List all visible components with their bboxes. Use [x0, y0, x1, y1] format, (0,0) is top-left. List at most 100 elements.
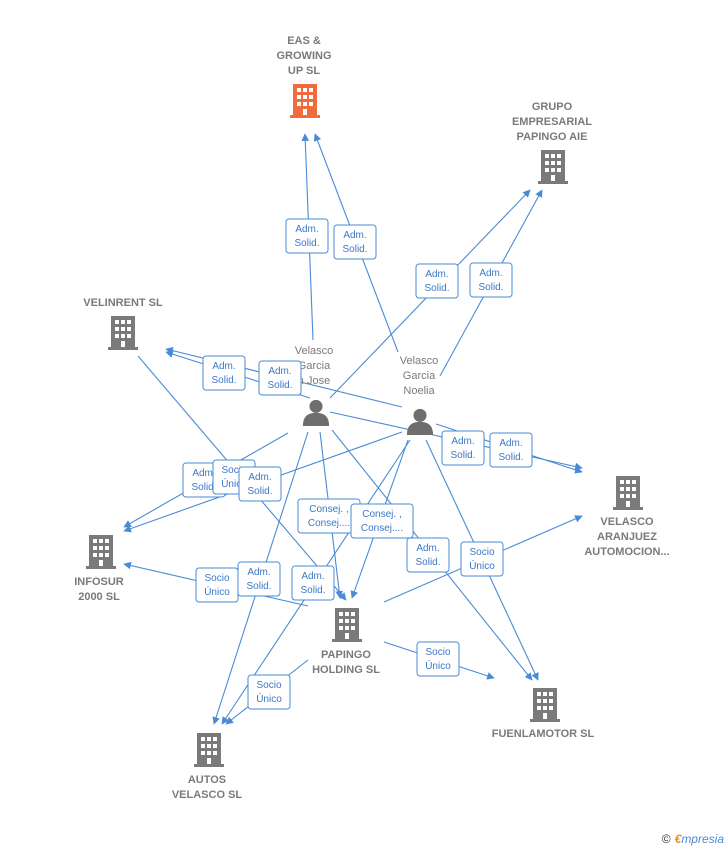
relation-text: Socio [221, 465, 246, 476]
person-icon [406, 408, 434, 435]
relation-text: Adm. [479, 268, 502, 279]
company-label-line: PAPINGO [321, 649, 371, 661]
relation-box [333, 224, 377, 260]
relation-label-r17[interactable]: Adm. Solid. [237, 561, 281, 597]
relation-text: Adm. [416, 543, 439, 554]
relation-box [285, 218, 329, 254]
relation-text: Adm. [247, 567, 270, 578]
company-label-line: HOLDING SL [312, 664, 380, 676]
relation-text: Consej.... [308, 518, 350, 529]
relation-label-r3[interactable]: Adm.Solid. [415, 263, 459, 299]
relation-text: Solid. [294, 238, 319, 249]
relation-text: Solid. [342, 244, 367, 255]
building-icon [86, 535, 116, 569]
relation-text: Solid. [267, 380, 292, 391]
relation-text: Adm. [212, 361, 235, 372]
company-label-line: EAS & [287, 35, 321, 47]
company-label-line: PAPINGO AIE [517, 131, 588, 143]
building-icon [290, 84, 320, 118]
relation-text: Consej.... [361, 523, 403, 534]
relation-label-r6[interactable]: Adm. Solid. [258, 360, 302, 396]
relation-box [291, 565, 335, 601]
building-icon [194, 733, 224, 767]
company-node-velinrent[interactable]: VELINRENT SL [83, 297, 163, 350]
relation-text: Solid. [415, 557, 440, 568]
relation-text: Adm. [248, 472, 271, 483]
person-label-line: Garcia [403, 370, 436, 382]
relation-box [258, 360, 302, 396]
relation-text: Adm. [343, 230, 366, 241]
relation-text: Solid. [246, 581, 271, 592]
company-label-line: AUTOS [188, 774, 226, 786]
relation-label-r18[interactable]: Adm. Solid. [291, 565, 335, 601]
relation-text: Solid. [450, 450, 475, 461]
company-node-velasco-aranjuez[interactable]: VELASCOARANJUEZAUTOMOCION... [584, 476, 670, 558]
company-label-line: 2000 SL [78, 591, 120, 603]
company-node-papingo-aie[interactable]: GRUPO EMPRESARIAL PAPINGO AIE [512, 101, 592, 184]
relation-labels: Adm. Solid. Adm. Solid. Adm. Solid. Adm. Solid.… [182, 218, 533, 710]
relation-label-r8[interactable]: Adm.Solid. [489, 432, 533, 468]
relation-text: Socio [425, 647, 450, 658]
relation-text: Adm. [268, 366, 291, 377]
person-label-line: n Jose [298, 375, 330, 387]
relation-label-r11[interactable]: Adm. Solid. [238, 466, 282, 502]
relation-text: Socio [204, 573, 229, 584]
company-node-papingo-holding[interactable]: PAPINGO HOLDING SL [312, 608, 380, 676]
relation-text: Socio [469, 547, 494, 558]
relation-text: Solid. [300, 585, 325, 596]
relation-box [350, 503, 414, 539]
relation-text: Socio [256, 680, 281, 691]
person-label-line: Velasco [400, 355, 439, 367]
relation-label-r1[interactable]: Adm. Solid. [285, 218, 329, 254]
company-label-line: GRUPO [532, 101, 573, 113]
relation-text: Solid. [478, 282, 503, 293]
relation-text: Consej. , [309, 504, 348, 515]
relation-text: Consej. , [362, 509, 401, 520]
relation-text: Adm. [301, 571, 324, 582]
company-label-line: EMPRESARIAL [512, 116, 592, 128]
person-label-line: Velasco [295, 345, 334, 357]
relation-label-r2[interactable]: Adm. Solid. [333, 224, 377, 260]
footer-brand: ©€mpresia [662, 832, 724, 846]
relation-text: Adm. [295, 224, 318, 235]
relation-box [441, 430, 485, 466]
relation-text: Adm. [451, 436, 474, 447]
relation-box [415, 263, 459, 299]
relation-box [238, 466, 282, 502]
relation-label-r14[interactable]: Adm. Solid. [406, 537, 450, 573]
company-label-line: VELINRENT SL [83, 297, 163, 309]
relation-label-r5[interactable]: Adm.Solid. [202, 355, 246, 391]
copyright-symbol: © [661, 832, 671, 846]
company-label-line: GROWING [277, 50, 332, 62]
relation-label-r13[interactable]: Consej. , Consej.... [350, 503, 414, 539]
relation-label-r4[interactable]: Adm. Solid. [469, 262, 513, 298]
relation-text: Solid. [247, 486, 272, 497]
relation-text: Adm. [425, 269, 448, 280]
relation-text: Único [425, 659, 451, 672]
relation-box [489, 432, 533, 468]
relation-label-r7[interactable]: Adm. Solid. [441, 430, 485, 466]
company-label-line: ARANJUEZ [597, 531, 657, 543]
brand-logo-initial: € [674, 832, 682, 846]
relation-text: Único [204, 585, 230, 598]
relation-box [406, 537, 450, 573]
relation-text: Único [469, 559, 495, 572]
building-icon [530, 688, 560, 722]
building-icon [108, 316, 138, 350]
company-node-fuenlamotor[interactable]: FUENLAMOTOR SL [492, 688, 595, 740]
person-label-line: Garcia [298, 360, 331, 372]
relation-box [247, 674, 291, 710]
relation-text: Solid. [191, 482, 216, 493]
